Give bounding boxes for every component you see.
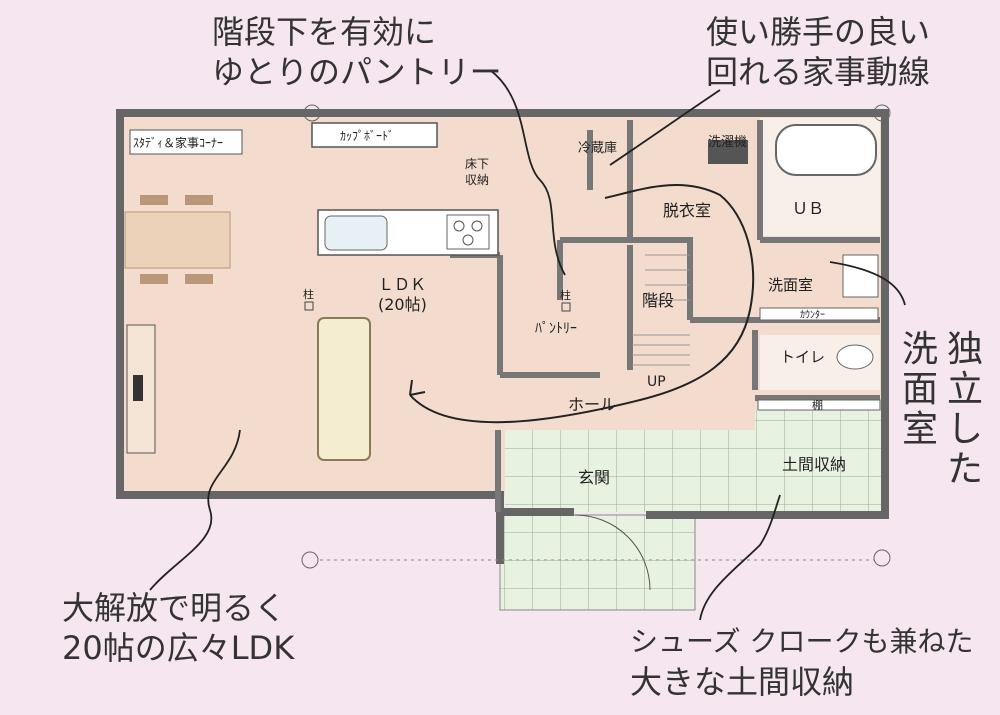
annotation-shoe-line1: シューズ クロークも兼ねた [630, 625, 974, 658]
laundry-loop-line [409, 184, 755, 424]
pointer-laundry [609, 89, 721, 166]
washer-label: 洗濯機 [708, 135, 747, 150]
pillar-box-2 [561, 302, 571, 312]
annotation-wash-col2: 独立した [946, 329, 983, 490]
counter-label: ｶｳﾝﾀｰ [800, 309, 825, 321]
counter-box [759, 307, 879, 321]
study-desk [129, 129, 243, 155]
stove [446, 214, 490, 250]
toilet-bowl [836, 344, 874, 370]
annotation-pantry-line2: ゆとりのパントリー [212, 53, 502, 91]
hall-label: ホール [568, 395, 616, 414]
annotation-laundry-line1: 使い勝手の良い [706, 13, 931, 51]
doma-label: 土間収納 [782, 455, 846, 474]
dining-table [124, 211, 231, 269]
underfloor-label-1: 床下 [465, 157, 489, 171]
sofa [317, 317, 371, 461]
annotation-ldk-line1: 大解放で明るく [62, 589, 287, 627]
cupboard-box [311, 122, 438, 148]
dining-chair-1 [140, 195, 168, 205]
tv [133, 375, 143, 401]
annotation-pantry-line1: 階段下を有効に [212, 13, 437, 51]
shelf-box [757, 399, 881, 411]
pantry-label: ﾊﾟﾝﾄﾘｰ [535, 321, 577, 337]
pointer-wash [829, 261, 906, 306]
stairs-steps [632, 254, 690, 366]
up-label: UP [647, 374, 666, 390]
doma-tiles [755, 410, 883, 435]
pillar-label-1: 柱 [303, 287, 314, 301]
pillar-box-1 [304, 301, 314, 311]
undress-label: 脱衣室 [663, 201, 711, 220]
bath-label: ＵＢ [792, 199, 824, 218]
bathtub [775, 124, 877, 176]
pillar-label-2: 柱 [560, 288, 571, 302]
dining-chair-3 [140, 274, 168, 284]
washer-box [708, 140, 748, 164]
toilet-label: トイレ [780, 348, 825, 366]
porch-tiles [499, 514, 696, 611]
dining-chair-2 [185, 195, 213, 205]
fridge-label: 冷蔵庫 [578, 141, 617, 156]
entry-door [574, 514, 651, 591]
entrance-label: 玄関 [578, 468, 610, 487]
wash-basin [842, 254, 879, 298]
annotation-laundry-line2: 回れる家事動線 [706, 53, 931, 91]
dining-chair-4 [185, 274, 213, 284]
entrance-tiles [505, 430, 883, 512]
ldk-label-1: ＬＤＫ [378, 275, 426, 294]
wash-label: 洗面室 [768, 276, 813, 294]
study-label: ｽﾀﾃﾞｨ＆家事ｺｰﾅｰ [133, 135, 223, 150]
pointer-pantry [489, 69, 566, 276]
pointer-shoe [699, 494, 781, 621]
annotation-ldk-line2: 20帖の広々LDK [62, 629, 295, 667]
shelf-label: 棚 [812, 398, 823, 412]
stairs-label: 階段 [642, 291, 674, 310]
underfloor-label-2: 収納 [465, 173, 489, 187]
sink [324, 215, 388, 251]
annotation-shoe-line2: 大きな土間収納 [630, 663, 855, 701]
pointer-ldk [149, 429, 241, 591]
cupboard-label: ｶｯﾌﾟﾎﾞｰﾄﾞ [340, 129, 394, 143]
annotation-wash-col1: 洗面室 [901, 329, 938, 450]
ldk-label-2: (20帖) [378, 295, 427, 314]
